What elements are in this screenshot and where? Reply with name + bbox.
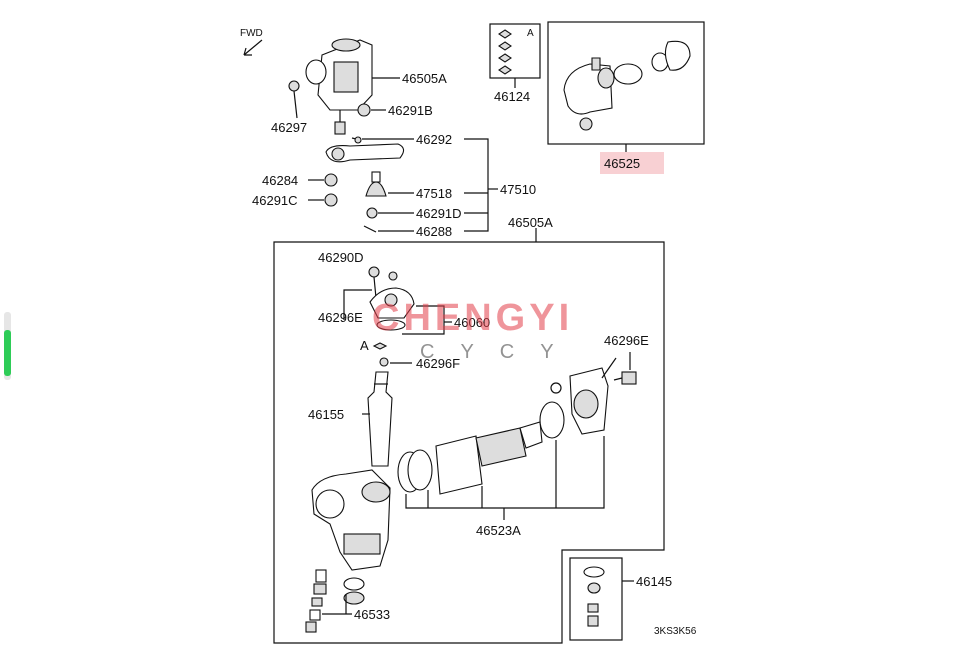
label-46291C: 46291C bbox=[252, 193, 298, 208]
bolt-46290D bbox=[368, 266, 380, 278]
pin-46288 bbox=[363, 225, 377, 233]
nut-46291D bbox=[366, 207, 378, 219]
label-47518: 47518 bbox=[416, 186, 452, 201]
label-46296E-right: 46296E bbox=[604, 333, 649, 348]
label-46525: 46525 bbox=[604, 156, 640, 171]
bolt-46296E-right bbox=[613, 371, 637, 385]
label-47510: 47510 bbox=[500, 182, 536, 197]
main-assembly-box bbox=[273, 241, 665, 644]
label-46288: 46288 bbox=[416, 224, 452, 239]
label-46290D: 46290D bbox=[318, 250, 364, 265]
label-46296F: 46296F bbox=[416, 356, 460, 371]
nut-46291C bbox=[324, 193, 338, 207]
forward-arrow: FWD bbox=[240, 28, 263, 56]
pitman-arm bbox=[325, 136, 405, 163]
o-ring-large bbox=[539, 401, 565, 439]
fwd-arrow-icon bbox=[243, 39, 263, 56]
nut-46284 bbox=[324, 173, 338, 187]
worm-shaft-46523A bbox=[397, 421, 543, 495]
seal-ref-A bbox=[372, 342, 388, 350]
label-46505A-box: 46505A bbox=[508, 215, 553, 230]
gear-housing-top bbox=[305, 38, 373, 135]
seals-46145 bbox=[583, 566, 605, 627]
label-46284: 46284 bbox=[262, 173, 298, 188]
highlight-46525 bbox=[600, 152, 664, 174]
nut-46291B bbox=[357, 103, 371, 117]
valve-assembly-46525 bbox=[563, 40, 691, 131]
o-ring-small bbox=[550, 382, 562, 394]
bolt-46296F bbox=[379, 357, 389, 367]
kit-box-ref: A bbox=[527, 28, 534, 39]
label-46145: 46145 bbox=[636, 574, 672, 589]
bolt-46297 bbox=[288, 80, 300, 119]
label-46296E-left: 46296E bbox=[318, 310, 363, 325]
label-46060: 46060 bbox=[454, 315, 490, 330]
watermark-sub: CYCY bbox=[420, 341, 580, 363]
label-46523A: 46523A bbox=[476, 523, 521, 538]
label-ref-A: A bbox=[360, 338, 369, 353]
diagram-code: 3KS3K56 bbox=[654, 626, 697, 637]
label-46155: 46155 bbox=[308, 407, 344, 422]
seal-rings-46124 bbox=[498, 29, 512, 75]
valve-cap-46060 bbox=[369, 287, 415, 331]
label-46291D: 46291D bbox=[416, 206, 462, 221]
valve-housing bbox=[569, 367, 609, 435]
sector-shaft-46155 bbox=[367, 371, 393, 467]
label-46297: 46297 bbox=[271, 120, 307, 135]
gear-housing-main bbox=[311, 469, 391, 571]
label-46124: 46124 bbox=[494, 89, 530, 104]
label-46292: 46292 bbox=[416, 132, 452, 147]
boot-47518 bbox=[365, 171, 387, 197]
watermark-main: CHENGYI bbox=[372, 297, 573, 339]
kit-box-46145 bbox=[569, 557, 623, 641]
label-46291B: 46291B bbox=[388, 103, 433, 118]
label-46505A-top: 46505A bbox=[402, 71, 447, 86]
seals-46533 bbox=[305, 569, 365, 633]
scrollbar-thumb[interactable] bbox=[4, 330, 11, 376]
label-46533: 46533 bbox=[354, 607, 390, 622]
fwd-label: FWD bbox=[240, 28, 263, 39]
